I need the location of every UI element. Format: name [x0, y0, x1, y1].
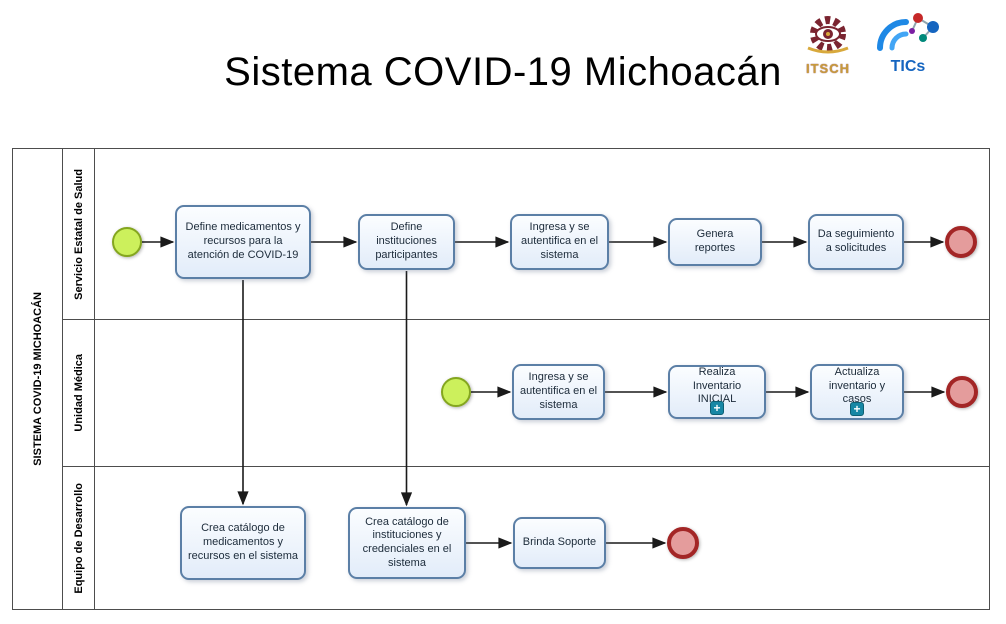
- task-label: Ingresa y se autentifica en el sistema: [519, 371, 598, 411]
- itsch-logo: ITSCH: [796, 14, 860, 76]
- task-define-medicamentos-recursos: Define medicamentos y recursos para la a…: [175, 205, 311, 279]
- lane-equipo-de-desarrollo: Equipo de Desarrollo: [63, 466, 989, 609]
- lane-label: Servicio Estatal de Salud: [72, 168, 85, 300]
- lane-label: Equipo de Desarrollo: [72, 482, 85, 594]
- pool-label-strip: SISTEMA COVID-19 MICHOACÁN: [13, 149, 63, 609]
- task-ingresa-autentifica-salud: Ingresa y se autentifica en el sistema: [510, 214, 609, 270]
- pool-label: SISTEMA COVID-19 MICHOACÁN: [31, 292, 44, 466]
- lane-unidad-medica: Unidad Médica: [63, 319, 989, 466]
- tics-logo-text: TICs: [890, 58, 926, 75]
- task-actualiza-inventario-casos: Actualiza inventario y casos +: [810, 364, 904, 420]
- tics-logo: TICs: [868, 8, 948, 76]
- task-ingresa-autentifica-unidad: Ingresa y se autentifica en el sistema: [512, 364, 605, 420]
- task-label: Realiza Inventario INICIAL: [692, 365, 742, 406]
- lane-label-strip: Servicio Estatal de Salud: [63, 149, 95, 319]
- task-realiza-inventario-inicial: Realiza Inventario INICIAL +: [668, 365, 766, 419]
- lane-label-strip: Equipo de Desarrollo: [63, 467, 95, 609]
- task-brinda-soporte: Brinda Soporte: [513, 517, 606, 569]
- end-event-salud: [945, 226, 977, 258]
- start-event-salud: [112, 227, 142, 257]
- task-crea-catalogo-instituciones: Crea catálogo de instituciones y credenc…: [348, 507, 466, 579]
- end-event-desarrollo: [667, 527, 699, 559]
- task-label: Actualiza inventario y casos: [828, 365, 886, 406]
- end-event-unidad-medica: [946, 376, 978, 408]
- task-label: Da seguimiento a solicitudes: [817, 228, 895, 254]
- start-event-unidad-medica: [441, 377, 471, 407]
- task-label: Ingresa y se autentifica en el sistema: [520, 221, 599, 261]
- task-crea-catalogo-medicamentos: Crea catálogo de medicamentos y recursos…: [180, 506, 306, 580]
- task-label: Crea catálogo de medicamentos y recursos…: [187, 522, 299, 562]
- page-title: Sistema COVID-19 Michoacán: [224, 50, 782, 94]
- task-define-instituciones: Define instituciones participantes: [358, 214, 455, 270]
- task-label: Crea catálogo de instituciones y credenc…: [362, 515, 452, 569]
- lanes-container: Servicio Estatal de Salud Unidad Médica …: [63, 149, 989, 609]
- task-label: Define medicamentos y recursos para la a…: [185, 221, 301, 261]
- itsch-logo-text: ITSCH: [806, 61, 850, 76]
- task-label: Genera reportes: [694, 228, 736, 254]
- task-label: Brinda Soporte: [522, 536, 597, 549]
- subprocess-plus-icon: +: [710, 401, 724, 415]
- itsch-emblem-icon: [807, 16, 849, 54]
- task-genera-reportes: Genera reportes: [668, 218, 762, 266]
- lane-label-strip: Unidad Médica: [63, 320, 95, 466]
- lane-servicio-estatal-de-salud: Servicio Estatal de Salud: [63, 149, 989, 319]
- subprocess-plus-icon: +: [850, 402, 864, 416]
- task-seguimiento-solicitudes: Da seguimiento a solicitudes: [808, 214, 904, 270]
- lane-label: Unidad Médica: [72, 354, 85, 432]
- task-label: Define instituciones participantes: [375, 221, 438, 261]
- tics-network-icon: [877, 13, 939, 51]
